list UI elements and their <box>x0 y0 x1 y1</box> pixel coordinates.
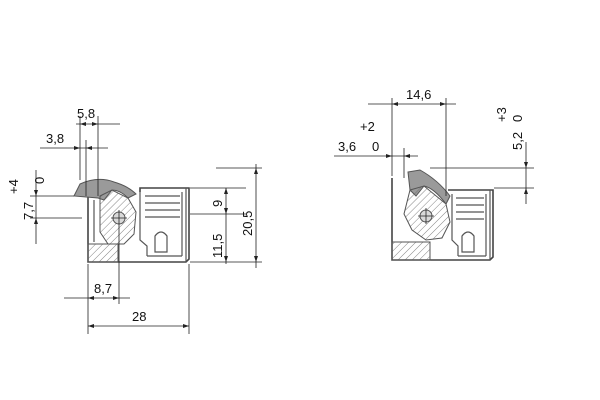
dim-arrow-3-6-b <box>404 154 410 158</box>
dim-arrow-7-7-a <box>34 190 38 196</box>
dim-arrow-11-5-b <box>224 256 228 262</box>
left-part-view <box>73 178 190 263</box>
dim-arrow-20-5-b <box>254 256 258 262</box>
right-ribs <box>456 197 484 220</box>
dim-arrow-28-a <box>88 324 94 328</box>
right-slot <box>461 231 475 253</box>
dim-arrow-9-a <box>224 188 228 194</box>
dim-arrow-14-6-b <box>440 102 446 106</box>
tol-plus2: +2 <box>360 119 375 134</box>
left-center-marks <box>111 210 127 226</box>
right-center-marks <box>418 208 434 224</box>
dim-arrow-28-b <box>183 324 189 328</box>
left-dimensions: 5,8 3,8 +4 0 7,7 9 11,5 20,5 8,7 <box>6 106 262 334</box>
dim-arrow-9-b <box>224 208 228 214</box>
right-base-hatch <box>391 241 431 261</box>
tol-plus4: +4 <box>6 179 21 194</box>
dim-arrow-7-7-b <box>34 218 38 224</box>
dim-label-9: 9 <box>210 200 225 207</box>
right-part-view <box>391 169 494 261</box>
dim-label-7-7: 7,7 <box>21 202 36 220</box>
dim-arrow-5-2-a <box>524 162 528 168</box>
dim-arrow-5-2-b <box>524 188 528 194</box>
dim-label-11-5: 11,5 <box>210 234 225 258</box>
dim-arrow-3-8-b <box>86 146 92 150</box>
dim-arrow-3-6-a <box>386 154 392 158</box>
dim-label-5-8: 5,8 <box>77 106 95 121</box>
dim-arrow-3-8-a <box>74 146 80 150</box>
tol-zero-left: 0 <box>32 177 47 184</box>
dim-label-5-2: 5,2 <box>510 132 525 150</box>
dim-arrow-20-5-a <box>254 168 258 174</box>
dim-label-3-6: 3,6 <box>338 139 356 154</box>
dim-label-3-8: 3,8 <box>46 131 64 146</box>
dim-arrow-5-8-a <box>80 122 86 126</box>
dim-line-20-5 <box>216 164 262 268</box>
dim-arrow-14-6-a <box>392 102 398 106</box>
dim-label-8-7: 8,7 <box>94 281 112 296</box>
left-base-hatch <box>87 243 119 263</box>
tol-zero-right-b: 0 <box>510 115 525 122</box>
left-ribs <box>145 195 180 218</box>
tol-zero-right-a: 0 <box>372 139 379 154</box>
dim-arrow-8-7-b <box>113 296 119 300</box>
left-housing-inner <box>93 188 187 262</box>
left-latch-lever <box>73 178 137 201</box>
right-dimensions: 14,6 +2 3,6 0 +3 5,2 0 <box>334 87 534 204</box>
dim-label-20-5: 20,5 <box>240 211 255 236</box>
left-slot <box>154 231 168 253</box>
dim-label-28: 28 <box>132 309 146 324</box>
right-housing-inner <box>451 190 491 260</box>
dim-line-28 <box>88 264 190 334</box>
dim-arrow-8-7-a <box>88 296 94 300</box>
dim-label-14-6: 14,6 <box>406 87 431 102</box>
tol-plus3: +3 <box>494 107 509 122</box>
dim-arrow-5-8-b <box>92 122 98 126</box>
dim-line-7-7 <box>30 170 82 244</box>
